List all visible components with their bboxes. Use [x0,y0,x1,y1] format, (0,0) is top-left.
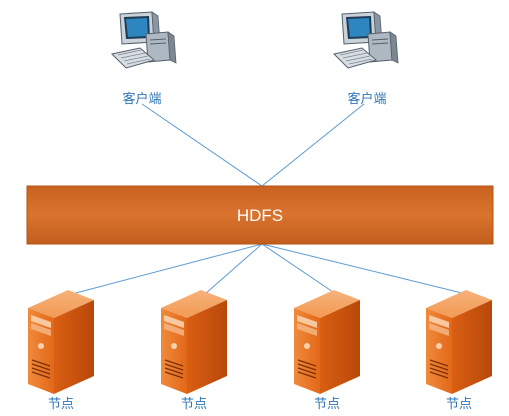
server-node-label: 节点 [446,397,472,412]
server-node-label: 节点 [181,397,207,412]
hdfs-label: HDFS [237,206,283,225]
server-node-3: 节点 [294,290,360,412]
client-2: 客户端 [333,11,399,107]
client1-link [141,103,263,187]
node2-link [204,243,263,295]
client-1: 客户端 [111,11,177,107]
server-node-label: 节点 [314,397,340,412]
server-nodes: 节点 节点 节点 [28,290,492,412]
server-node-label: 节点 [48,397,74,412]
computer-icon [333,11,399,69]
server-icon [161,290,227,394]
server-node-2: 节点 [161,290,227,412]
server-node-4: 节点 [426,290,492,412]
server-icon [426,290,492,394]
computer-icon [111,11,177,69]
node3-link [261,243,337,295]
hdfs-bar [26,185,494,245]
server-node-1: 节点 [28,290,94,412]
server-icon [28,290,94,394]
node4-link [261,243,467,295]
client-1-label: 客户端 [122,91,161,107]
server-icon [294,290,360,394]
client-2-label: 客户端 [347,91,386,107]
client2-link [261,103,365,187]
hdfs-block: HDFS [26,185,494,245]
node1-link [71,243,263,295]
connection-lines [71,103,467,295]
